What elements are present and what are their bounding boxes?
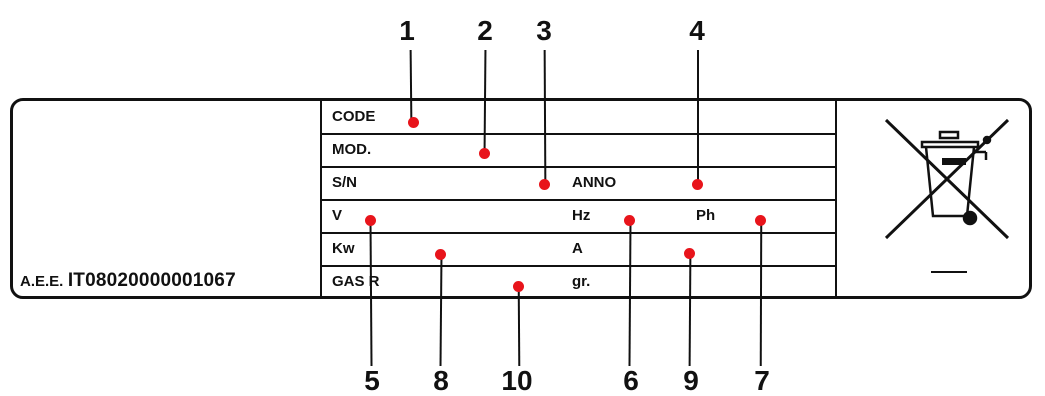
leader-line-9: [688, 252, 692, 367]
field-label-charge: gr.: [572, 273, 591, 290]
marker-dot-current: [684, 248, 695, 259]
row-divider: [321, 166, 835, 168]
field-label-refrigerant: GAS R: [332, 273, 380, 290]
field-label-year: ANNO: [572, 174, 617, 191]
leader-line-3: [543, 49, 547, 185]
rating-plate: [10, 98, 1032, 299]
column-divider-left: [320, 99, 322, 298]
aee-prefix: A.E.E.: [20, 273, 64, 290]
marker-dot-serial: [539, 179, 550, 190]
field-label-serial: S/N: [332, 174, 358, 191]
row-divider: [321, 232, 835, 234]
crossed-out-wheelie-bin-icon: [884, 118, 1010, 240]
marker-dot-phase: [755, 215, 766, 226]
callout-number-5: 5: [364, 365, 380, 396]
callout-number-4: 4: [689, 15, 705, 46]
marker-dot-code: [408, 117, 419, 128]
leader-line-7: [759, 219, 763, 367]
row-divider: [321, 133, 835, 135]
field-label-voltage: V: [332, 207, 343, 224]
callout-number-6: 6: [623, 365, 639, 396]
field-label-current: A: [572, 240, 583, 257]
field-label-frequency: Hz: [572, 207, 591, 224]
field-label-code: CODE: [332, 108, 376, 125]
field-label-power: Kw: [332, 240, 355, 257]
leader-line-4: [697, 50, 699, 184]
callout-number-10: 10: [501, 365, 533, 396]
marker-dot-model: [479, 148, 490, 159]
callout-number-9: 9: [683, 365, 699, 396]
field-label-phase: Ph: [696, 207, 716, 224]
callout-number-3: 3: [536, 15, 552, 46]
callout-number-2: 2: [477, 15, 493, 46]
weee-underline: [931, 271, 967, 273]
callout-number-1: 1: [399, 15, 415, 46]
callout-number-8: 8: [433, 365, 449, 396]
marker-dot-power: [435, 249, 446, 260]
leader-line-8: [439, 253, 443, 367]
aee-code: IT08020000001067: [67, 270, 236, 291]
row-divider: [321, 265, 835, 267]
leader-line-1: [409, 49, 413, 124]
column-divider-right: [835, 99, 837, 298]
marker-dot-voltage: [365, 215, 376, 226]
marker-dot-refrigerant: [513, 281, 524, 292]
aee-registration: A.E.E. IT08020000001067: [20, 271, 236, 290]
marker-dot-frequency: [624, 215, 635, 226]
marker-dot-year: [692, 179, 703, 190]
row-divider: [321, 199, 835, 201]
callout-number-7: 7: [754, 365, 770, 396]
field-label-model: MOD.: [332, 141, 372, 158]
